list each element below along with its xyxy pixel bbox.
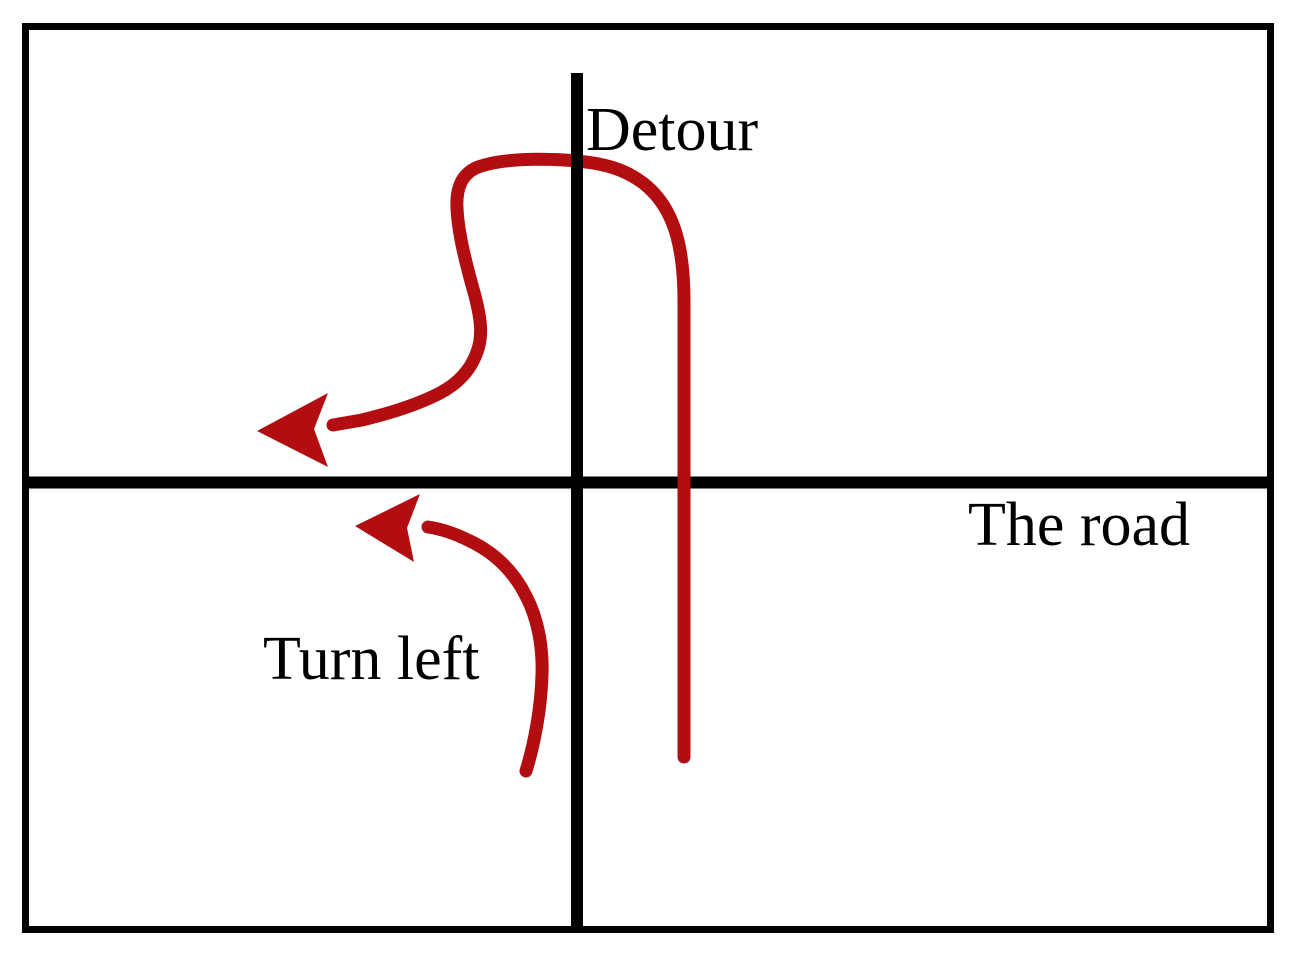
turn-left-arrow-path <box>421 520 549 778</box>
outer-border <box>22 23 1274 933</box>
detour-arrow-path <box>326 152 691 764</box>
turn-left-label: Turn left <box>263 625 480 693</box>
turn-left-arrowhead-icon <box>355 494 420 562</box>
detour-arrowhead-icon <box>257 393 328 467</box>
the-road-label: The road <box>968 491 1191 559</box>
detour-arrow <box>257 152 691 764</box>
turn-left-arrow <box>355 494 549 778</box>
detour-label: Detour <box>586 96 759 164</box>
